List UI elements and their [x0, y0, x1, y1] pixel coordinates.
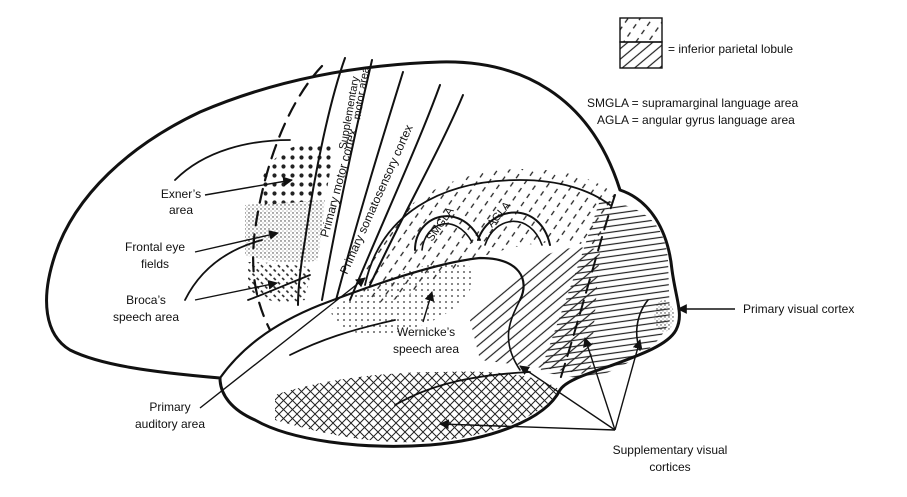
label-exner-line1: Exner’s [161, 187, 201, 201]
leader-arrows [194, 176, 735, 431]
label-primary-visual-cortex: Primary visual cortex [743, 302, 854, 316]
label-supplementary-visual-line1: Supplementary visual [613, 443, 728, 457]
region-inferior-temporal [275, 371, 560, 443]
legend-ipl-text: = inferior parietal lobule [668, 42, 793, 56]
label-frontal-eye-line1: Frontal eye [125, 240, 185, 254]
label-wernicke-line1: Wernicke’s [397, 325, 455, 339]
label-exner-line2: area [169, 203, 193, 217]
legend: = inferior parietal lobule SMGLA = supra… [587, 17, 798, 127]
region-broca [248, 262, 312, 302]
region-exner [262, 141, 335, 205]
label-supplementary-visual-line2: cortices [649, 460, 690, 474]
region-primary-visual [654, 300, 674, 332]
brain-outline [45, 57, 681, 448]
label-broca-line2: speech area [113, 310, 179, 324]
label-frontal-eye-line2: fields [141, 257, 169, 271]
legend-smgla-text: SMGLA = supramarginal language area [587, 96, 798, 110]
legend-agla-text: AGLA = angular gyrus language area [597, 113, 795, 127]
label-wernicke-line2: speech area [393, 342, 459, 356]
label-broca-line1: Broca’s [126, 293, 166, 307]
region-wernicke [330, 261, 474, 336]
label-primary-auditory-line2: auditory area [135, 417, 205, 431]
region-frontal-eye-fields [245, 200, 325, 263]
label-primary-auditory-line1: Primary [149, 400, 190, 414]
legend-swatch [619, 17, 663, 69]
